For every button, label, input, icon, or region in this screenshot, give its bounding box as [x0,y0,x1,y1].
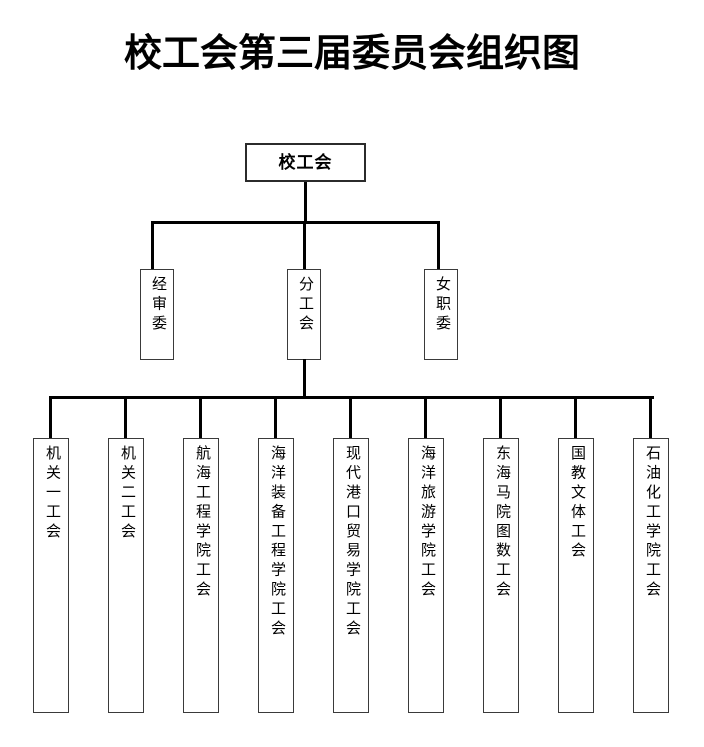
node-branch-6[interactable]: 海洋旅游学院工会 [408,438,444,713]
connector-drop-fengonghui [303,221,306,269]
node-label: 机关二工会 [119,445,135,542]
connector-drop-jingshenwei [151,221,154,269]
connector-drop-branch-4 [274,396,277,438]
page-title: 校工会第三届委员会组织图 [123,33,580,75]
connector-drop-branch-1 [49,396,52,438]
node-root-xiaogonghui[interactable]: 校工会 [245,143,366,182]
connector-drop-branch-9 [649,396,652,438]
connector-drop-branch-8 [574,396,577,438]
connector-fengonghui-stem [303,359,306,398]
connector-drop-branch-5 [349,396,352,438]
node-branch-2[interactable]: 机关二工会 [108,438,144,713]
node-branch-5[interactable]: 现代港口贸易学院工会 [333,438,369,713]
connector-drop-branch-3 [199,396,202,438]
connector-drop-branch-6 [424,396,427,438]
node-label: 机关一工会 [44,445,60,542]
connector-drop-branch-2 [124,396,127,438]
node-nuzhiwei[interactable]: 女职委 [424,269,458,360]
node-label: 现代港口贸易学院工会 [344,445,360,639]
node-branch-7[interactable]: 东海马院图数工会 [483,438,519,713]
node-label: 分工会 [297,276,313,335]
node-label: 女职委 [434,276,450,335]
node-branch-9[interactable]: 石油化工学院工会 [633,438,669,713]
node-label: 经审委 [150,276,166,335]
node-branch-3[interactable]: 航海工程学院工会 [183,438,219,713]
node-label: 海洋装备工程学院工会 [269,445,285,639]
node-jingshenwei[interactable]: 经审委 [140,269,174,360]
node-branch-1[interactable]: 机关一工会 [33,438,69,713]
node-branch-4[interactable]: 海洋装备工程学院工会 [258,438,294,713]
node-label: 东海马院图数工会 [494,445,510,601]
connector-drop-nuzhiwei [437,221,440,270]
node-fengonghui[interactable]: 分工会 [287,269,321,360]
connector-root-stem [304,182,307,223]
node-label: 国教文体工会 [569,445,585,562]
node-label: 校工会 [278,152,333,172]
node-label: 石油化工学院工会 [644,445,660,601]
node-label: 航海工程学院工会 [194,445,210,601]
node-label: 海洋旅游学院工会 [419,445,435,601]
node-branch-8[interactable]: 国教文体工会 [558,438,594,713]
connector-drop-branch-7 [499,396,502,438]
connector-level2-bus [151,221,439,224]
